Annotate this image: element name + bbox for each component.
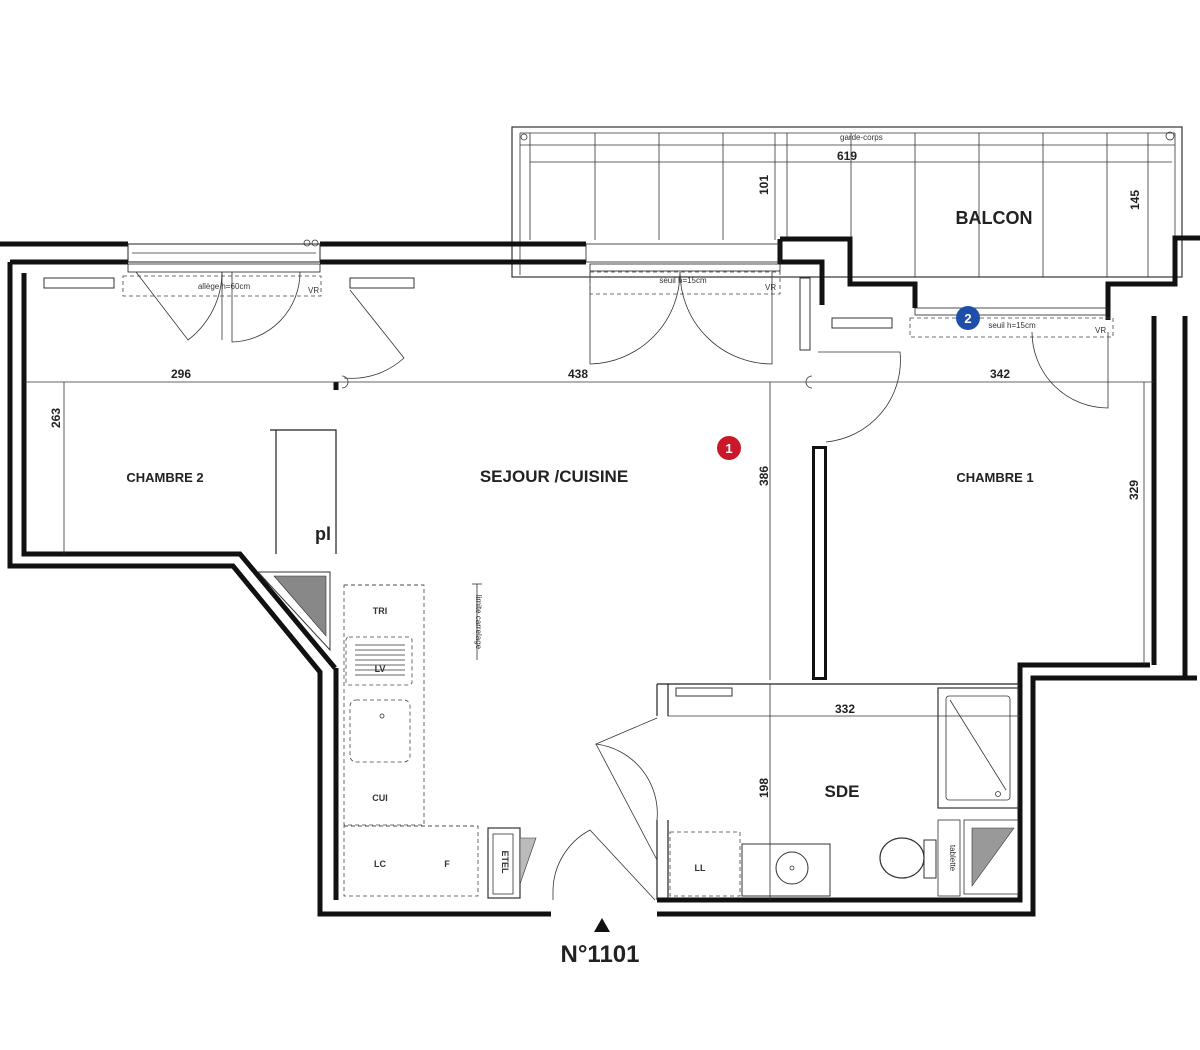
washbasin xyxy=(741,843,831,897)
placard-label: pl xyxy=(315,524,331,544)
seuil-label-2: seuil h=15cm xyxy=(988,321,1036,330)
sink xyxy=(349,699,411,763)
chambre2-width-dimension: 296 xyxy=(171,367,191,381)
cui-label: CUI xyxy=(372,793,388,803)
chambre1-width-dimension: 342 xyxy=(990,367,1010,381)
chambre1-depth-dimension: 329 xyxy=(1127,480,1141,500)
sejour-depth-dimension: 386 xyxy=(757,466,771,486)
etel-label: ETEL xyxy=(500,850,510,874)
vr-label-3: VR xyxy=(1095,326,1106,335)
sejour-width-dimension: 438 xyxy=(568,367,588,381)
sde-width-dimension: 332 xyxy=(835,702,855,716)
balcon-depth-left-dimension: 101 xyxy=(757,175,771,195)
dimension-lines: 296 438 342 263 386 329 332 198 xyxy=(24,367,1154,900)
sde-depth-dimension: 198 xyxy=(757,778,771,798)
ll-label: LL xyxy=(695,863,706,873)
marker-2: 2 xyxy=(956,306,980,330)
fixtures: limite carrelage TRI LV CUI LC F ETEL LL… xyxy=(256,571,1019,899)
marker-1-label: 1 xyxy=(725,441,732,456)
chambre1-room-label: CHAMBRE 1 xyxy=(956,470,1033,485)
sde-room-label: SDE xyxy=(825,782,860,801)
marker-2-label: 2 xyxy=(964,311,971,326)
doors xyxy=(135,271,1109,932)
exterior-walls xyxy=(0,235,1200,917)
vr-label-2: VR xyxy=(765,283,776,292)
lc-label: LC xyxy=(374,859,386,869)
marker-2-dot xyxy=(956,306,980,330)
balcony: garde-corps 619 101 145 BALCON xyxy=(511,126,1183,278)
marker-1-dot xyxy=(717,436,741,460)
tri-label: TRI xyxy=(373,606,388,616)
toilet xyxy=(879,837,925,879)
seuil-label-1: seuil h=15cm xyxy=(659,276,707,285)
hob xyxy=(355,644,405,676)
marker-1: 1 xyxy=(717,436,741,460)
room-labels: CHAMBRE 2 SEJOUR /CUISINE CHAMBRE 1 SDE … xyxy=(126,467,1033,801)
balcon-depth-right-dimension: 145 xyxy=(1128,190,1142,210)
lv-label: LV xyxy=(375,664,386,674)
limite-carrelage-label: limite carrelage xyxy=(474,595,483,650)
allege-label: allège h=60cm xyxy=(198,282,251,291)
vr-label-1: VR xyxy=(308,286,319,295)
shower xyxy=(937,687,1019,809)
sejour-room-label: SEJOUR /CUISINE xyxy=(480,467,628,486)
chambre2-depth-dimension: 263 xyxy=(49,408,63,428)
apartment-number: N°1101 xyxy=(561,941,640,968)
tablette-label: tablette xyxy=(948,845,957,872)
balcon-width-dimension: 619 xyxy=(837,149,857,163)
garde-corps-label: garde-corps xyxy=(840,133,883,142)
chambre2-room-label: CHAMBRE 2 xyxy=(126,470,203,485)
balcon-room-label: BALCON xyxy=(956,208,1033,228)
f-label: F xyxy=(444,859,450,869)
